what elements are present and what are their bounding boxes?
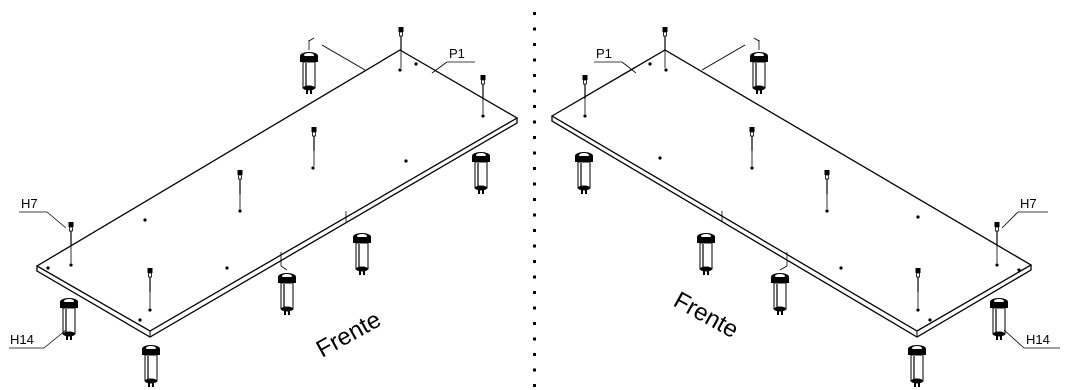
divider-dot	[533, 58, 536, 62]
divider-dot	[533, 198, 536, 201]
right-screws-h7	[581, 26, 1001, 308]
left-panel-p1	[35, 49, 519, 332]
divider-dot	[533, 74, 536, 77]
divider-dot	[533, 182, 536, 186]
left-label-h14: H14	[10, 332, 34, 347]
divider-dot	[533, 12, 536, 15]
left-label-p1: P1	[449, 46, 465, 61]
divider-dot	[533, 306, 536, 310]
right-leader-h14: H14	[1003, 329, 1060, 349]
divider-dot	[533, 89, 536, 93]
divider-dot	[533, 105, 536, 108]
right-label-h14: H14	[1026, 332, 1050, 347]
divider-dot	[533, 275, 536, 279]
divider-dot	[533, 43, 536, 46]
left-screws-h7	[67, 26, 487, 308]
right-legs-h14	[574, 37, 1009, 388]
left-leader-h14: H14	[9, 329, 67, 349]
view-divider	[533, 12, 536, 387]
divider-dot	[533, 353, 536, 356]
divider-dot	[533, 337, 536, 341]
right-label-h7: H7	[1020, 196, 1037, 211]
divider-dot	[533, 322, 536, 325]
right-panel-p1	[550, 49, 1033, 332]
right-leader-h7: H7	[1001, 196, 1048, 229]
divider-dot	[533, 27, 536, 31]
divider-dot	[533, 120, 536, 124]
left-leader-h7: H7	[19, 196, 67, 229]
right-assembly-view: P1 H7 H14 Frente	[550, 26, 1060, 388]
left-assembly-view: P1 H7 H14 Frente	[9, 26, 519, 388]
left-leader-p1: P1	[431, 46, 475, 74]
divider-dot	[533, 229, 536, 232]
left-label-h7: H7	[21, 196, 38, 211]
divider-dot	[533, 167, 536, 170]
right-leader-p1: P1	[594, 46, 637, 74]
divider-dot	[533, 136, 536, 139]
divider-dot	[533, 368, 536, 372]
right-front-label: Frente	[669, 287, 743, 344]
left-front-label: Frente	[312, 306, 386, 363]
divider-dot	[533, 291, 536, 294]
divider-dot	[533, 244, 536, 248]
divider-dot	[533, 151, 536, 155]
divider-dot	[533, 384, 536, 387]
right-label-p1: P1	[596, 46, 612, 61]
left-legs-h14	[59, 37, 491, 388]
divider-dot	[533, 260, 536, 263]
divider-dot	[533, 213, 536, 217]
